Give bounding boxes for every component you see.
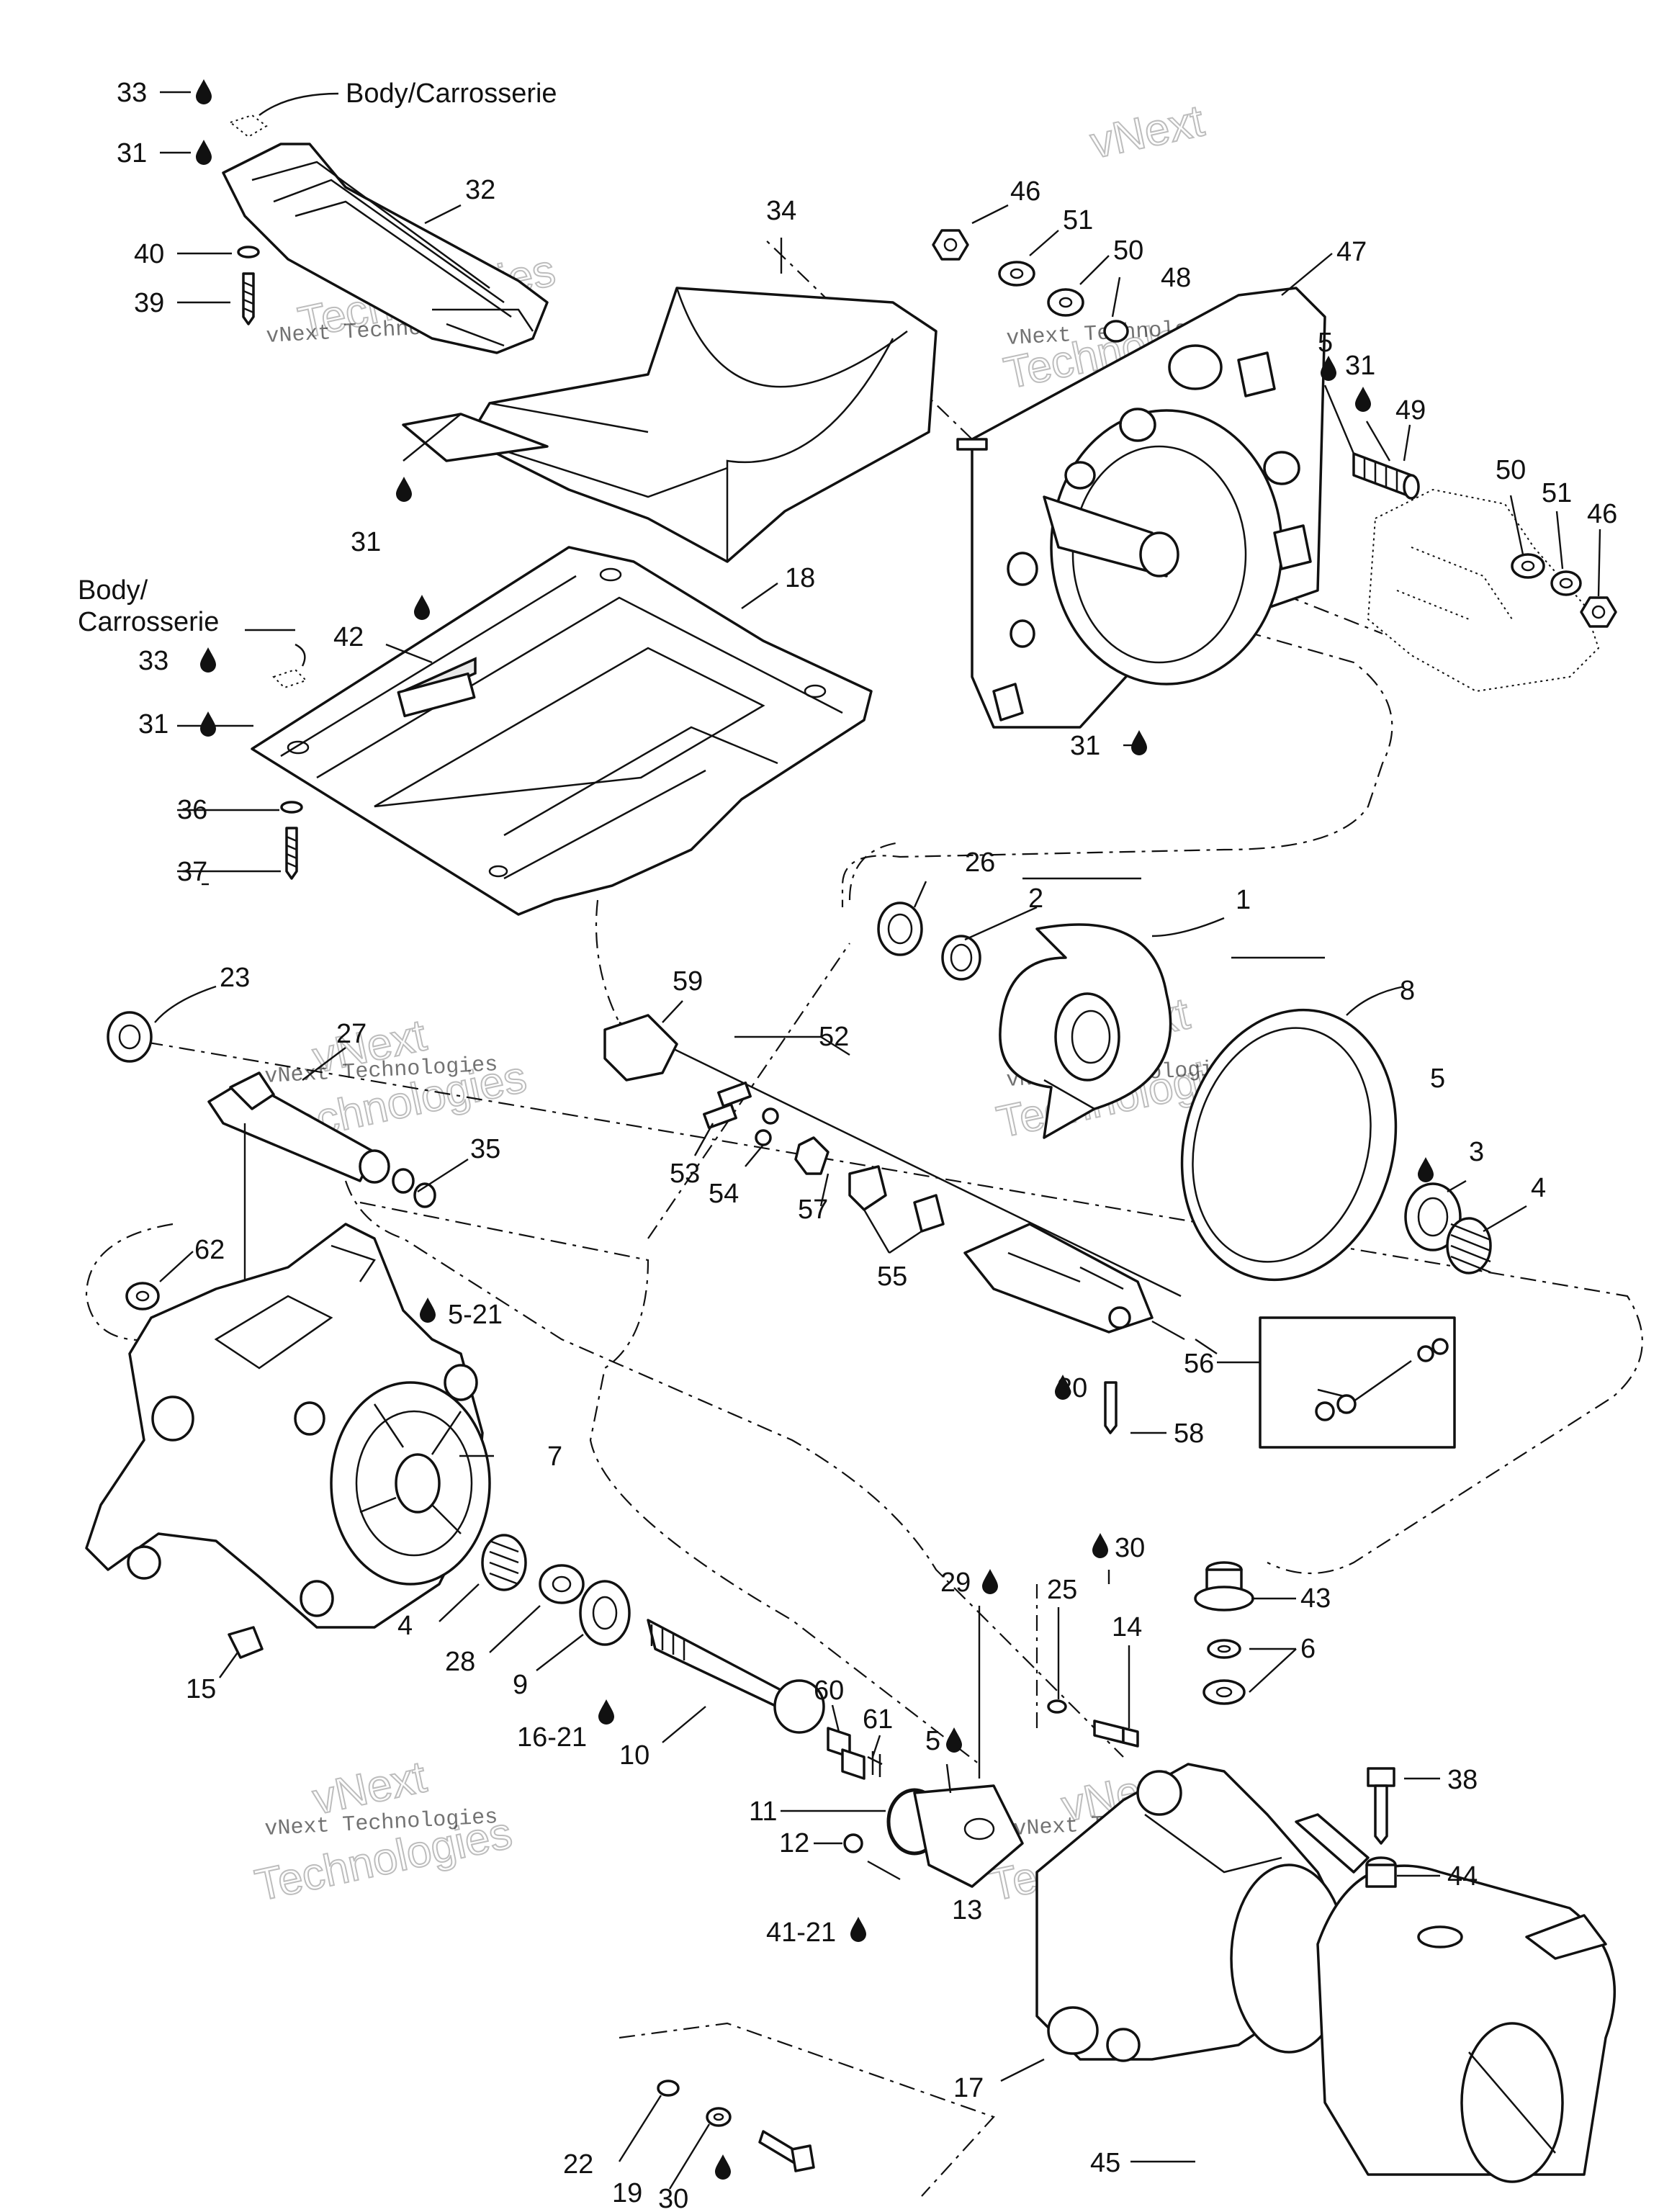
callout-36: 36 (177, 795, 207, 825)
callout-31: 31 (1070, 731, 1100, 761)
callout-17: 17 (953, 2073, 984, 2103)
callout-41-21: 41-21 (766, 1917, 836, 1948)
leader-lines (154, 91, 1601, 2190)
callout-2: 2 (1028, 884, 1043, 914)
part-18-ride-plate (251, 546, 873, 916)
label-body-carrosserie-top: Body/Carrosserie (346, 78, 557, 109)
callout-9: 9 (513, 1670, 528, 1700)
callout-30: 30 (1057, 1373, 1087, 1403)
callout-25: 25 (1047, 1575, 1077, 1605)
callout-23: 23 (220, 963, 250, 993)
callout-57: 57 (798, 1195, 828, 1225)
callout-4: 4 (397, 1611, 413, 1641)
callout-59: 59 (673, 966, 703, 997)
hardware-bottom-right (1047, 1561, 1397, 1888)
trim-assembly (603, 1014, 1456, 1449)
callout-30: 30 (1115, 1533, 1145, 1563)
callout-55: 55 (877, 1262, 907, 1292)
callout-5: 5 (1430, 1064, 1445, 1094)
callout-32: 32 (465, 175, 495, 205)
callout-15: 15 (186, 1674, 216, 1704)
callout-5-21: 5-21 (448, 1300, 503, 1330)
callout-5: 5 (925, 1726, 940, 1756)
callout-18: 18 (785, 563, 815, 593)
impeller-housing-parts (877, 902, 1492, 1282)
callout-33: 33 (117, 78, 147, 108)
callout-43: 43 (1300, 1583, 1331, 1614)
callout-54: 54 (709, 1179, 739, 1209)
callout-30: 30 (658, 2184, 688, 2212)
callout-40: 40 (134, 239, 164, 269)
callout-19: 19 (612, 2178, 642, 2208)
part-17-steering-nozzle (1035, 1763, 1616, 2183)
part-47-pump-plate (956, 287, 1600, 729)
hardware-top (932, 229, 1129, 343)
callout-16-21: 16-21 (517, 1722, 587, 1753)
callout-56: 56 (1184, 1349, 1214, 1379)
callout-45: 45 (1090, 2148, 1120, 2178)
label-body-left-line1: Body/ (78, 575, 148, 606)
callout-44: 44 (1447, 1861, 1478, 1892)
callout-14: 14 (1112, 1612, 1142, 1642)
hardware-right (1352, 452, 1617, 628)
callout-8: 8 (1400, 976, 1415, 1006)
callout-46: 46 (1587, 499, 1617, 529)
callout-33: 33 (138, 646, 168, 676)
callout-34: 34 (766, 196, 796, 226)
callout-1: 1 (1236, 885, 1251, 915)
callout-numbers: 33 31 32 40 39 34 31 46 51 50 48 47 5 31… (117, 78, 1617, 2212)
callout-39: 39 (134, 288, 164, 318)
callout-46: 46 (1010, 176, 1040, 207)
body-labels: Body/Carrosserie Body/ Carrosserie (78, 78, 557, 637)
callout-11: 11 (749, 1797, 777, 1827)
callout-53: 53 (670, 1159, 700, 1189)
callout-12: 12 (779, 1828, 809, 1858)
callout-29: 29 (940, 1568, 971, 1598)
callout-51: 51 (1542, 478, 1572, 508)
callout-31: 31 (117, 138, 147, 168)
callout-13: 13 (952, 1895, 982, 1925)
callout-10: 10 (619, 1740, 649, 1771)
callout-49: 49 (1395, 395, 1426, 426)
callout-35: 35 (470, 1134, 500, 1164)
part-32-body-bracket (222, 114, 549, 354)
callout-52: 52 (819, 1022, 849, 1052)
callout-58: 58 (1174, 1419, 1204, 1449)
part-42-strip (397, 672, 476, 718)
callout-50: 50 (1496, 455, 1526, 485)
nozzle-parts (843, 1784, 1024, 1888)
shaft-parts (228, 1534, 883, 1780)
callout-31: 31 (1345, 351, 1375, 381)
part-7-pump-housing (85, 1223, 491, 1629)
callout-26: 26 (965, 848, 995, 878)
callout-51: 51 (1063, 205, 1093, 235)
callout-27: 27 (336, 1019, 367, 1049)
callout-4: 4 (1531, 1173, 1546, 1203)
drive-shaft-parts (107, 1011, 436, 1297)
callout-28: 28 (445, 1647, 475, 1677)
callout-31: 31 (351, 527, 381, 557)
callout-5: 5 (1318, 328, 1333, 358)
callout-42: 42 (333, 622, 364, 652)
callout-61: 61 (863, 1704, 893, 1735)
hardware-bottom-left (657, 2080, 815, 2172)
callout-3: 3 (1469, 1137, 1484, 1167)
callout-22: 22 (563, 2149, 593, 2180)
callout-48: 48 (1161, 263, 1191, 293)
callout-37: 37 (177, 857, 207, 887)
callout-50: 50 (1113, 235, 1143, 266)
callout-31: 31 (138, 709, 168, 739)
callout-7: 7 (547, 1442, 562, 1472)
watermark-vnext: vNext (1087, 96, 1208, 168)
callout-47: 47 (1336, 237, 1367, 267)
callout-6: 6 (1300, 1634, 1316, 1664)
part-34-cover (402, 287, 938, 563)
callout-62: 62 (194, 1235, 225, 1265)
callout-60: 60 (814, 1676, 844, 1706)
label-body-left-line2: Carrosserie (78, 607, 219, 637)
callout-38: 38 (1447, 1765, 1478, 1795)
